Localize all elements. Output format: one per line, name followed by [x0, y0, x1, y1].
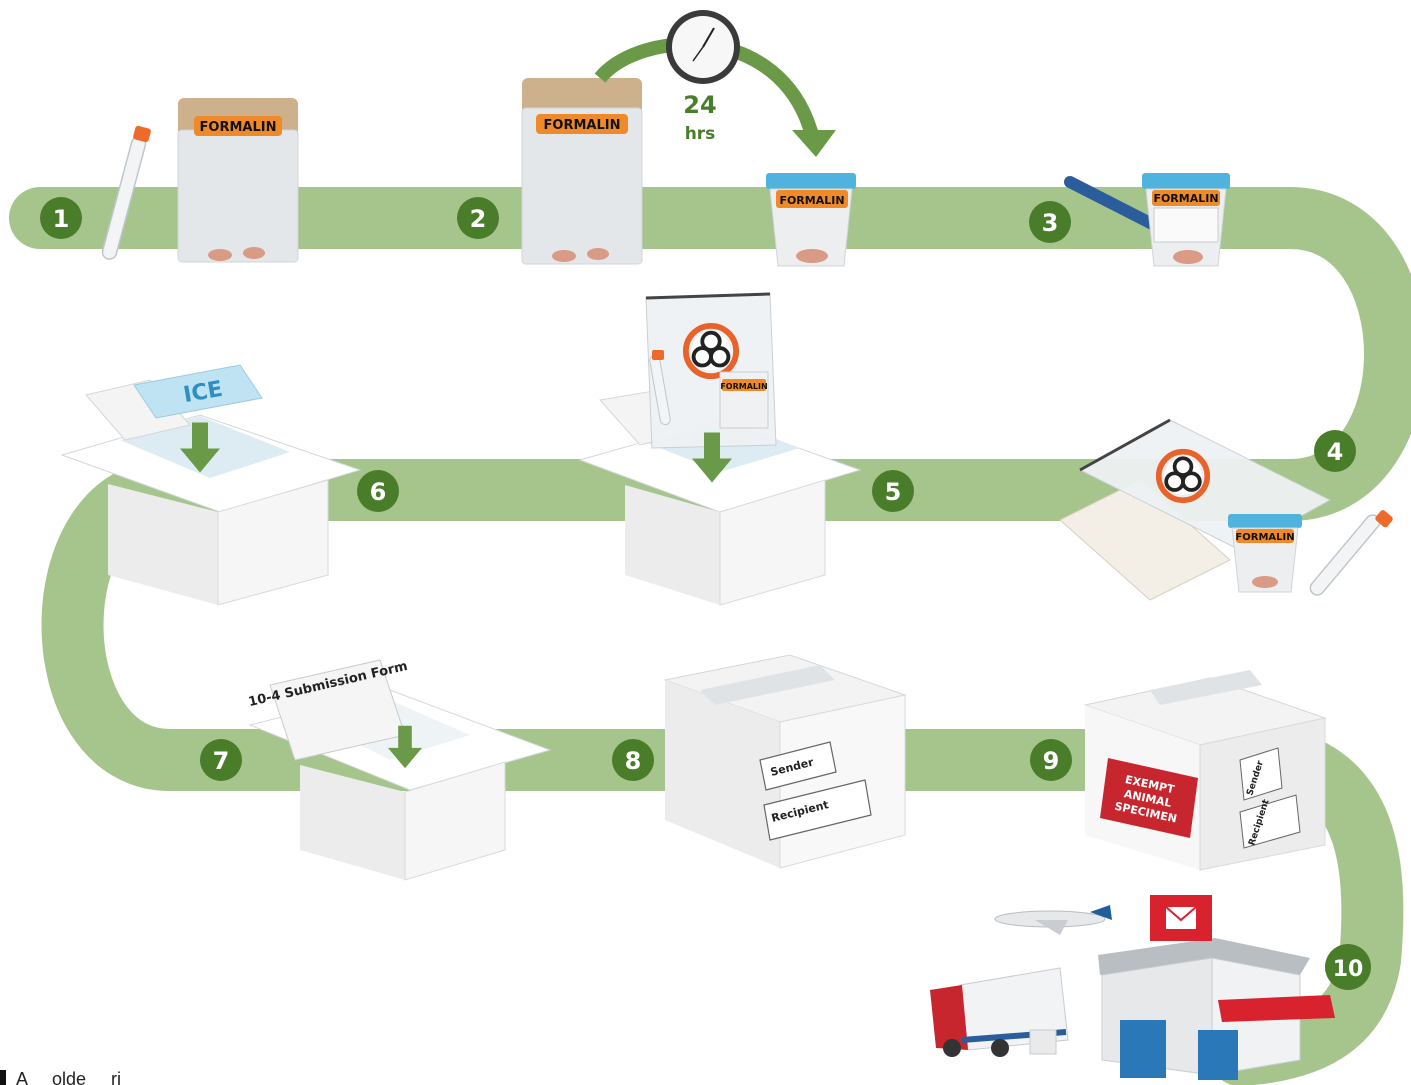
step-number: 8 — [625, 747, 642, 775]
step-badge-5: 5 — [872, 470, 914, 512]
step-badge-1: 1 — [40, 197, 82, 239]
biohazard-bag: FORMALIN — [645, 292, 777, 449]
formalin-jar: FORMALIN — [177, 98, 299, 263]
specimen-cup: FORMALIN — [1142, 173, 1230, 267]
sender-label: Sender — [759, 741, 837, 791]
mailbox — [1120, 1020, 1166, 1078]
test-tube-icon — [101, 125, 151, 260]
step-9-group: EXEMPT ANIMAL SPECIMEN Sender Recipient — [1083, 670, 1327, 871]
biohazard-icon — [1159, 452, 1208, 501]
step-badge-7: 7 — [200, 739, 242, 781]
step-number: 9 — [1043, 747, 1060, 775]
step-number: 5 — [885, 478, 902, 506]
absorbent-pad — [1059, 479, 1231, 601]
step-badges: 1 2 3 4 5 6 7 8 — [40, 197, 1371, 990]
ice-pack: ICE — [133, 364, 263, 419]
post-office-icon — [1098, 895, 1335, 1080]
biohazard-icon — [686, 326, 736, 376]
delivery-truck-icon — [930, 967, 1069, 1057]
formalin-tag — [1152, 190, 1220, 206]
step-number: 6 — [370, 478, 387, 506]
step-badge-8: 8 — [612, 739, 654, 781]
footer-marker — [0, 1070, 6, 1085]
sealed-box: Sender Recipient — [663, 654, 907, 869]
specimen-cup: FORMALIN — [766, 173, 856, 267]
formalin-tag — [536, 114, 628, 134]
step-6-group: ICE — [60, 364, 362, 606]
shipping-box — [60, 379, 362, 606]
step-badge-6: 6 — [357, 470, 399, 512]
step-10-group — [930, 895, 1335, 1080]
step-1-group: FORMALIN — [101, 98, 299, 263]
step-number: 7 — [213, 747, 230, 775]
submission-form: 10-4 Submission Form — [247, 659, 409, 761]
timer-unit: hrs — [685, 124, 716, 144]
step-number: 10 — [1333, 957, 1364, 982]
formalin-label: FORMALIN — [1235, 532, 1294, 543]
formalin-label: FORMALIN — [779, 194, 844, 207]
step-badge-10: 10 — [1325, 944, 1371, 990]
step-7-group: 10-4 Submission Form — [247, 659, 552, 881]
formalin-tag — [194, 116, 282, 136]
step-2-group: FORMALIN 24 hrs FORMALIN — [521, 10, 856, 267]
step-badge-4: 4 — [1314, 430, 1356, 472]
formalin-label: FORMALIN — [720, 382, 767, 391]
timer-hours: 24 — [683, 91, 716, 119]
airplane-icon — [994, 905, 1112, 935]
footer-text: A olde ri — [16, 1069, 121, 1085]
step-number: 1 — [53, 205, 70, 233]
step-8-group: Sender Recipient — [663, 654, 907, 869]
step-badge-3: 3 — [1029, 201, 1071, 243]
step-4-group: FORMALIN — [1059, 418, 1393, 601]
test-tube-icon — [1309, 510, 1393, 596]
specimen-cup: FORMALIN — [1228, 514, 1302, 593]
formalin-label: FORMALIN — [1153, 192, 1218, 205]
exempt-specimen-label: EXEMPT ANIMAL SPECIMEN — [1100, 758, 1198, 838]
clock-icon — [666, 10, 740, 84]
workflow-path — [9, 187, 1411, 1085]
formalin-tag — [722, 379, 766, 391]
envelope-icon — [1165, 906, 1197, 929]
step-5-group: FORMALIN — [578, 292, 862, 606]
recipient-label: Recipient — [763, 779, 872, 841]
formalin-tag — [776, 190, 848, 208]
formalin-label: FORMALIN — [544, 118, 621, 133]
step-number: 2 — [470, 205, 487, 233]
step-badge-2: 2 — [457, 197, 499, 239]
step-badge-9: 9 — [1030, 739, 1072, 781]
formalin-tag — [1236, 529, 1294, 543]
formalin-label: FORMALIN — [200, 120, 277, 135]
sender-label: Sender — [1239, 747, 1283, 801]
step-3-group: FORMALIN — [1064, 173, 1230, 267]
mailbox — [1198, 1030, 1238, 1080]
formalin-jar: FORMALIN — [521, 78, 643, 265]
step-number: 4 — [1327, 438, 1344, 466]
step-number: 3 — [1042, 209, 1059, 237]
